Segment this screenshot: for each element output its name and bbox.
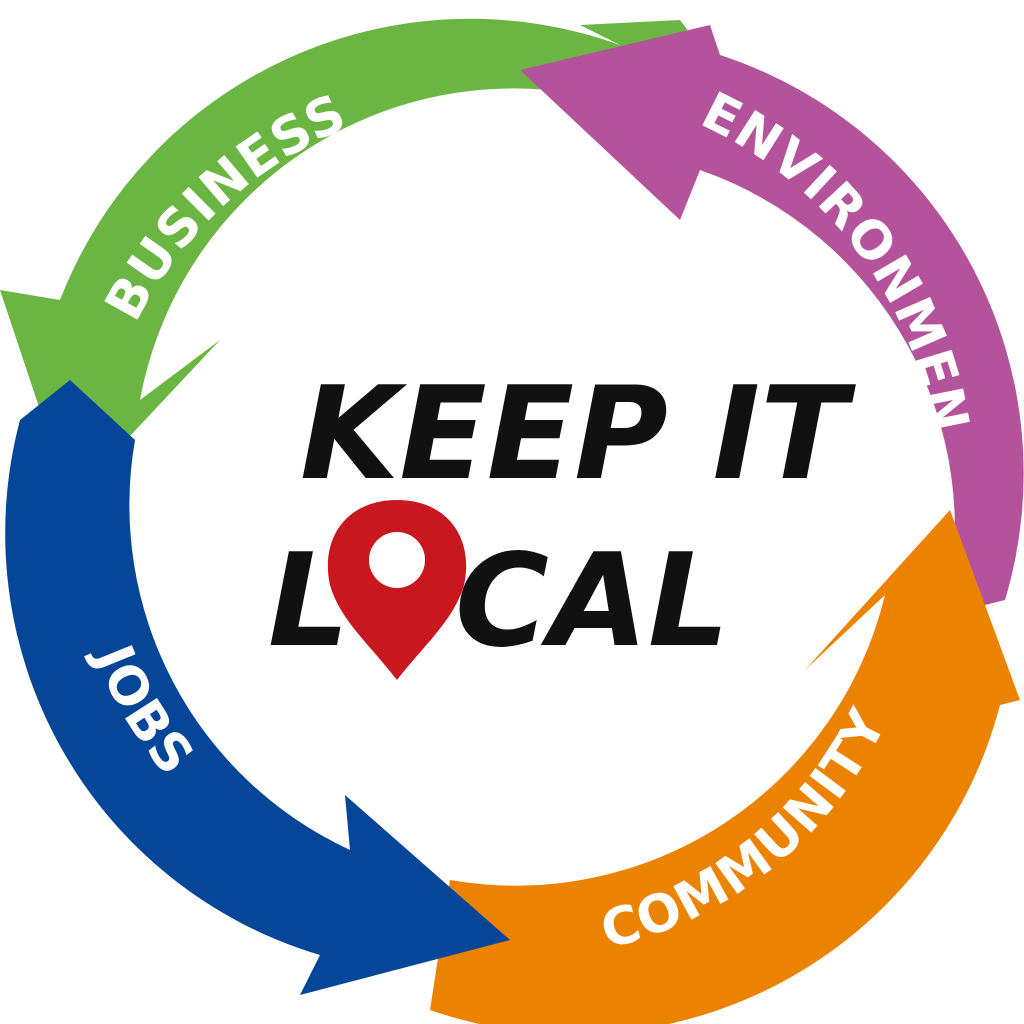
jobs-arrow <box>5 380 511 995</box>
title-letters-cal: CAL <box>455 527 730 676</box>
cycle-arrows <box>0 18 1024 1024</box>
map-pin-icon <box>327 500 467 680</box>
environment-arrow <box>520 25 1024 615</box>
business-arrow <box>0 18 710 501</box>
center-title: KEEP IT L CAL <box>268 360 856 680</box>
community-arrow <box>430 510 1020 1024</box>
title-line-keep-it: KEEP IT <box>300 360 856 509</box>
